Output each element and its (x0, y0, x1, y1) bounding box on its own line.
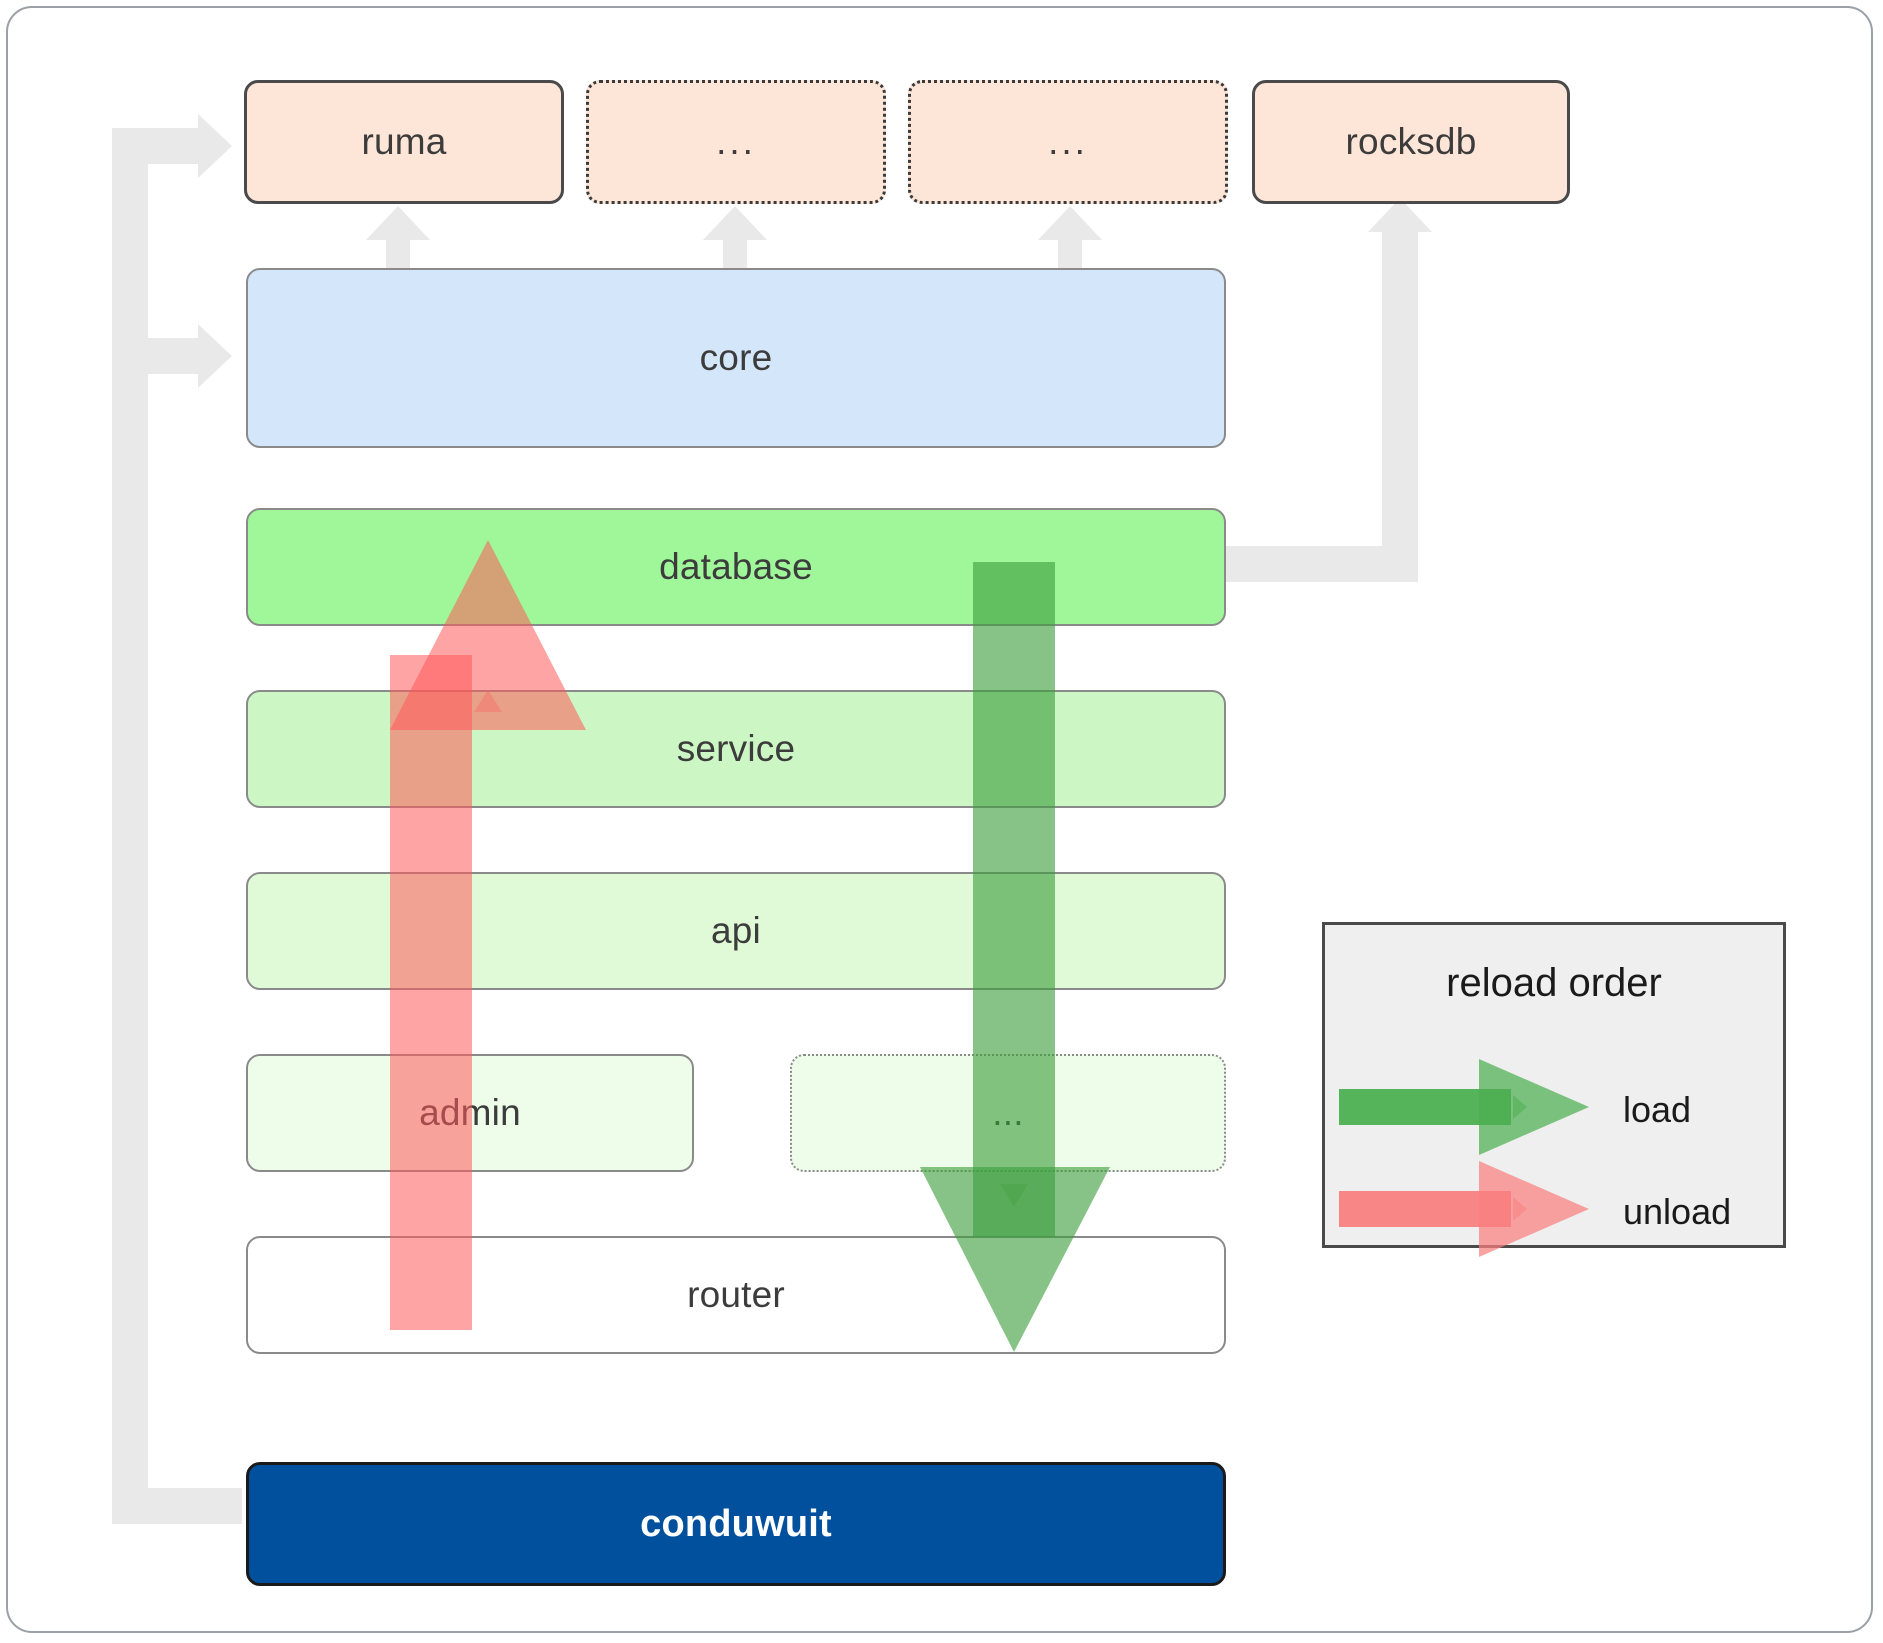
node-router-label: router (687, 1274, 785, 1315)
legend-unload-arrow-icon (1339, 1161, 1589, 1262)
node-rocksdb[interactable]: rocksdb (1252, 80, 1570, 204)
unload-flow-arrow (390, 540, 590, 1330)
node-ruma[interactable]: ruma (244, 80, 564, 204)
load-flow-arrow (920, 562, 1120, 1352)
node-dep3-label: ... (1048, 120, 1088, 162)
legend-panel: reload order load unload (1322, 922, 1786, 1257)
connector-core-to-ruma-head (366, 206, 430, 240)
connector-branch-core (112, 338, 200, 374)
node-database[interactable]: database (246, 508, 1226, 626)
legend-unload-label: unload (1623, 1190, 1732, 1232)
legend-row-load: load (1339, 1059, 1691, 1160)
node-rocksdb-label: rocksdb (1345, 121, 1477, 162)
connector-core-to-dep3-head (1038, 206, 1102, 240)
node-service-label: service (676, 728, 796, 769)
node-ruma-label: ruma (361, 121, 447, 162)
legend-row-unload: unload (1339, 1161, 1731, 1262)
connector-arrowhead-core (198, 324, 232, 388)
node-conduwuit-label: conduwuit (640, 1502, 832, 1545)
legend-load-label: load (1623, 1088, 1692, 1130)
node-conduwuit[interactable]: conduwuit (246, 1462, 1226, 1586)
node-api-label: api (711, 910, 761, 951)
node-core-label: core (699, 337, 773, 378)
legend-load-arrow-icon (1339, 1059, 1589, 1160)
legend-title: reload order (1446, 961, 1662, 1005)
connector-core-to-dep2-head (703, 206, 767, 240)
node-dep2-label: ... (716, 120, 756, 162)
connector-left-to-app (112, 1488, 242, 1524)
connector-arrowhead-ruma (198, 114, 232, 178)
node-core[interactable]: core (246, 268, 1226, 448)
node-dep3[interactable]: ... (908, 80, 1228, 204)
connector-branch-ruma (112, 128, 200, 164)
connector-database-to-rocksdb-vertical (1382, 232, 1418, 558)
node-database-label: database (659, 546, 813, 587)
node-dep2[interactable]: ... (586, 80, 886, 204)
